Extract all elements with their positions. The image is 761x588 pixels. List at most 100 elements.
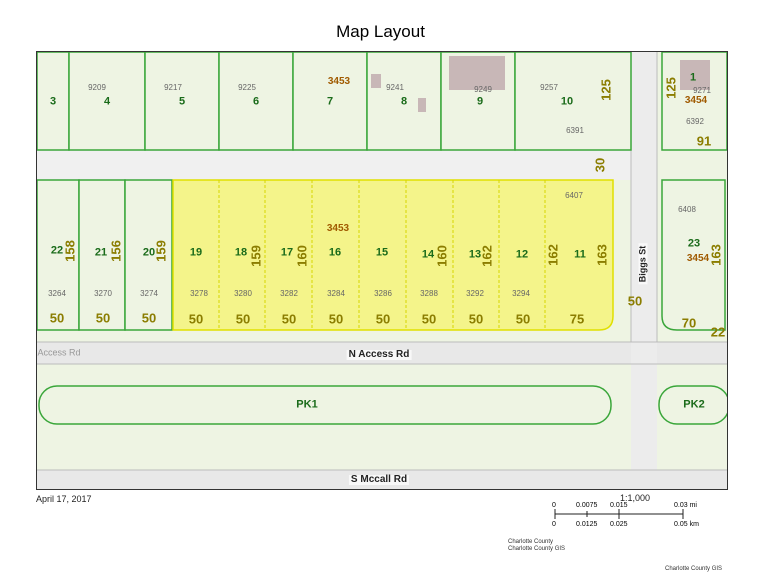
dimension: 50 bbox=[235, 311, 251, 327]
address: 9217 bbox=[164, 83, 182, 92]
dimension: 156 bbox=[108, 240, 124, 262]
lot-number: 9 bbox=[476, 95, 484, 108]
dimension: 159 bbox=[153, 240, 169, 262]
building bbox=[680, 60, 710, 90]
dimension: 162 bbox=[545, 244, 561, 266]
block-number: 3454 bbox=[686, 253, 710, 264]
map-canvas[interactable]: 3 4 9209 5 9217 6 9225 7 3453 8 9241 9 9… bbox=[36, 51, 728, 490]
scale-km-tick: 0.0125 bbox=[576, 521, 598, 528]
address: 6408 bbox=[678, 205, 696, 214]
building bbox=[449, 56, 505, 90]
road-label-s-mccall[interactable]: S Mccall Rd bbox=[348, 474, 410, 485]
scale-km-tick: 0 bbox=[552, 521, 556, 528]
address: 9225 bbox=[238, 83, 256, 92]
address: 3284 bbox=[327, 289, 345, 298]
lot-number: 11 bbox=[574, 248, 586, 261]
scale-graphic bbox=[554, 509, 684, 519]
dimension: 22 bbox=[710, 324, 726, 340]
park-pk2 bbox=[658, 385, 727, 425]
dimension: 125 bbox=[663, 77, 679, 99]
map-title: Map Layout bbox=[336, 22, 425, 41]
highlighted-block bbox=[172, 179, 614, 331]
dimension: 163 bbox=[594, 244, 610, 266]
address: 9271 bbox=[693, 86, 711, 95]
credit-right: Charlotte County GIS bbox=[665, 566, 723, 572]
scale-km-tick: 0.025 bbox=[610, 521, 628, 528]
lot-number: 15 bbox=[375, 246, 389, 259]
park-pk1 bbox=[38, 385, 612, 425]
dimension: 50 bbox=[627, 293, 643, 309]
lot-number: 17 bbox=[280, 246, 294, 259]
lot-number: 13 bbox=[468, 248, 482, 261]
dimension: 50 bbox=[328, 311, 344, 327]
lot-number: 14 bbox=[421, 248, 435, 261]
block-number: 3453 bbox=[327, 76, 351, 87]
park-label-pk1[interactable]: PK1 bbox=[296, 398, 318, 411]
address: 3294 bbox=[512, 289, 530, 298]
lot-number: 8 bbox=[400, 95, 408, 108]
dimension: 70 bbox=[681, 315, 697, 331]
mid-lot-lines bbox=[37, 179, 173, 331]
dimension: 75 bbox=[569, 311, 585, 327]
dimension: 30 bbox=[592, 157, 608, 173]
dimension: 50 bbox=[95, 310, 111, 326]
address: 9241 bbox=[386, 83, 404, 92]
lot-number: 18 bbox=[234, 246, 248, 259]
dimension: 160 bbox=[294, 245, 310, 267]
dimension: 160 bbox=[434, 245, 450, 267]
address: 3282 bbox=[280, 289, 298, 298]
block-number: 3453 bbox=[326, 223, 350, 234]
dimension: 50 bbox=[141, 310, 157, 326]
dimension: 158 bbox=[62, 240, 78, 262]
block-number: 3454 bbox=[684, 95, 708, 106]
road-top-strip bbox=[37, 150, 637, 180]
lot-number: 21 bbox=[94, 246, 108, 259]
road-label-n-access[interactable]: N Access Rd bbox=[346, 349, 412, 360]
lot-number: 4 bbox=[103, 95, 111, 108]
credit-line-1: Charlotte County bbox=[508, 539, 554, 545]
address: 3286 bbox=[374, 289, 392, 298]
lot-number: 10 bbox=[560, 95, 574, 108]
lot-number: 6 bbox=[252, 95, 260, 108]
address: 6391 bbox=[566, 126, 584, 135]
address: 3292 bbox=[466, 289, 484, 298]
dimension: 125 bbox=[598, 79, 614, 101]
dimension: 50 bbox=[468, 311, 484, 327]
address: 9249 bbox=[474, 85, 492, 94]
lot-number: 3 bbox=[49, 95, 57, 108]
dimension: 50 bbox=[281, 311, 297, 327]
lot-number: 1 bbox=[689, 71, 697, 84]
scale-bar: 1:1,000 0 0.0075 0.015 0.03 mi 0 0.0125 … bbox=[540, 492, 720, 552]
dimension: 50 bbox=[49, 310, 65, 326]
lot-number: 23 bbox=[687, 237, 701, 250]
address: 9209 bbox=[88, 83, 106, 92]
building bbox=[371, 74, 381, 88]
lot-number: 7 bbox=[326, 95, 334, 108]
dimension: 162 bbox=[479, 245, 495, 267]
right-block bbox=[661, 179, 726, 331]
lot-number: 22 bbox=[50, 244, 64, 257]
map-graphics bbox=[37, 52, 727, 489]
dimension: 91 bbox=[696, 133, 712, 149]
credit-line-2: Charlotte County GIS bbox=[508, 546, 566, 552]
park-label-pk2[interactable]: PK2 bbox=[683, 398, 705, 411]
dimension: 163 bbox=[708, 244, 724, 266]
address: 6392 bbox=[686, 117, 704, 126]
lot-number: 12 bbox=[515, 248, 529, 261]
scale-mi-tick: 0 bbox=[552, 502, 556, 509]
address: 3288 bbox=[420, 289, 438, 298]
lot-number: 16 bbox=[328, 246, 342, 259]
address: 3270 bbox=[94, 289, 112, 298]
address: 6407 bbox=[565, 191, 583, 200]
scale-mi-tick: 0.015 bbox=[610, 502, 628, 509]
road-label-n-access-partial: Access Rd bbox=[37, 347, 81, 358]
address: 3264 bbox=[48, 289, 66, 298]
lot-number: 20 bbox=[142, 246, 156, 259]
road-label-biggs[interactable]: Biggs St bbox=[637, 243, 648, 285]
scale-km-tick: 0.05 km bbox=[674, 521, 699, 528]
scale-mi-tick: 0.0075 bbox=[576, 502, 598, 509]
scale-ratio: 1:1,000 bbox=[620, 493, 651, 503]
map-date: April 17, 2017 bbox=[36, 494, 92, 504]
address: 3278 bbox=[190, 289, 208, 298]
dimension: 50 bbox=[421, 311, 437, 327]
